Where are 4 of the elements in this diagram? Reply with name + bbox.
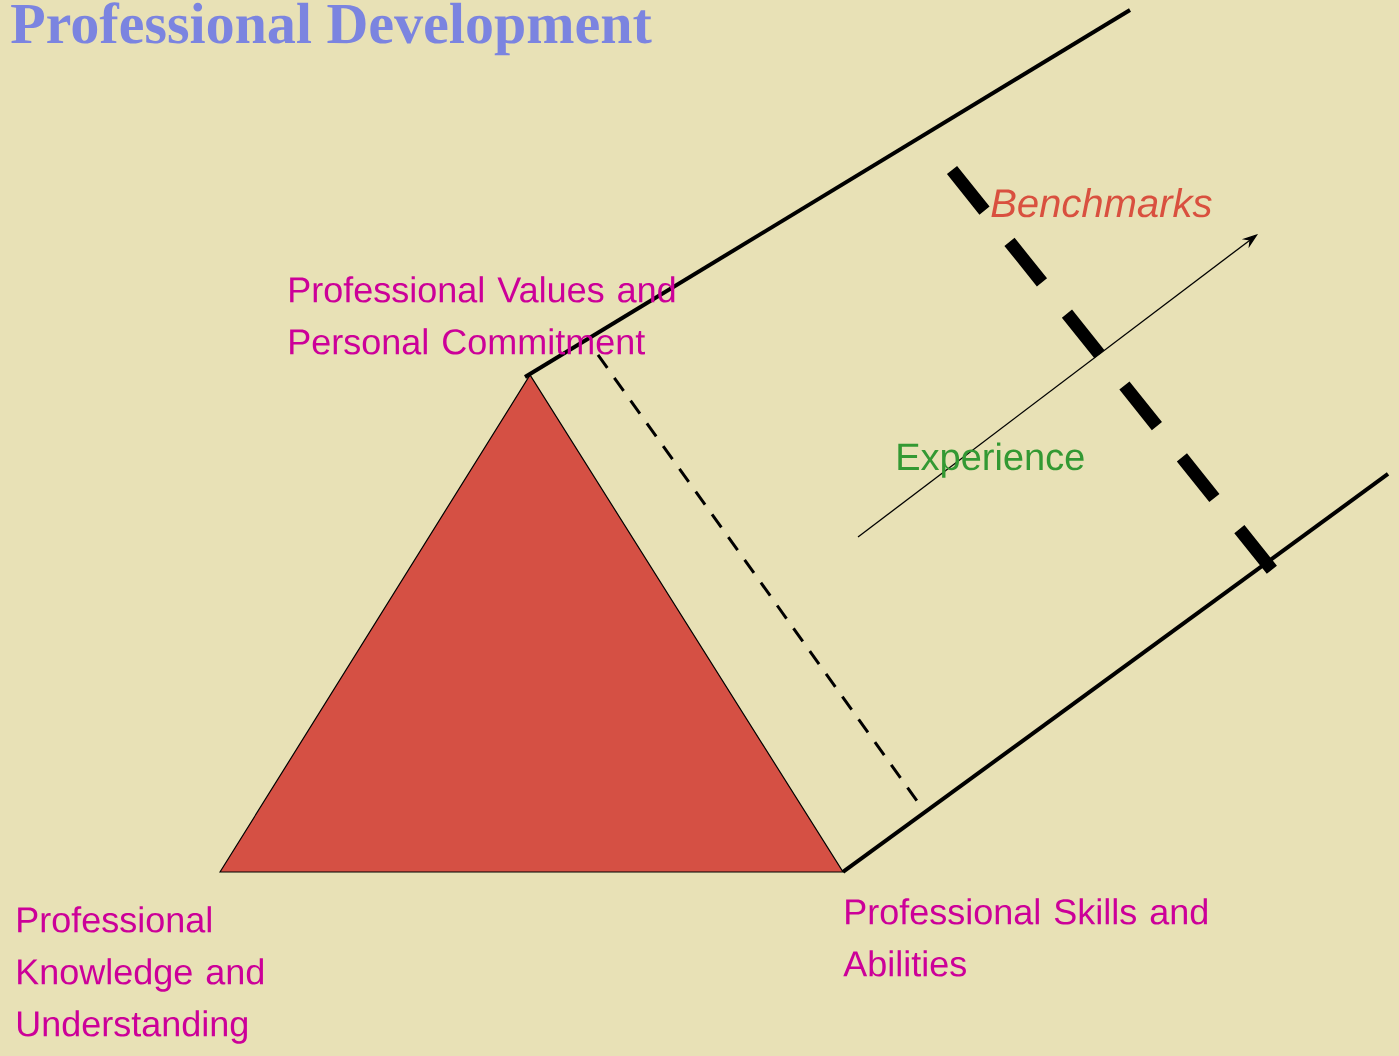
vertex-label: Professional Knowledge and Understanding (18, 906, 263, 1044)
benchmark-label: Benchmarks (991, 188, 1212, 218)
vertex-label: Professional Skills and Abilities (843, 898, 1207, 977)
title: Professional Development (11, 2, 652, 56)
